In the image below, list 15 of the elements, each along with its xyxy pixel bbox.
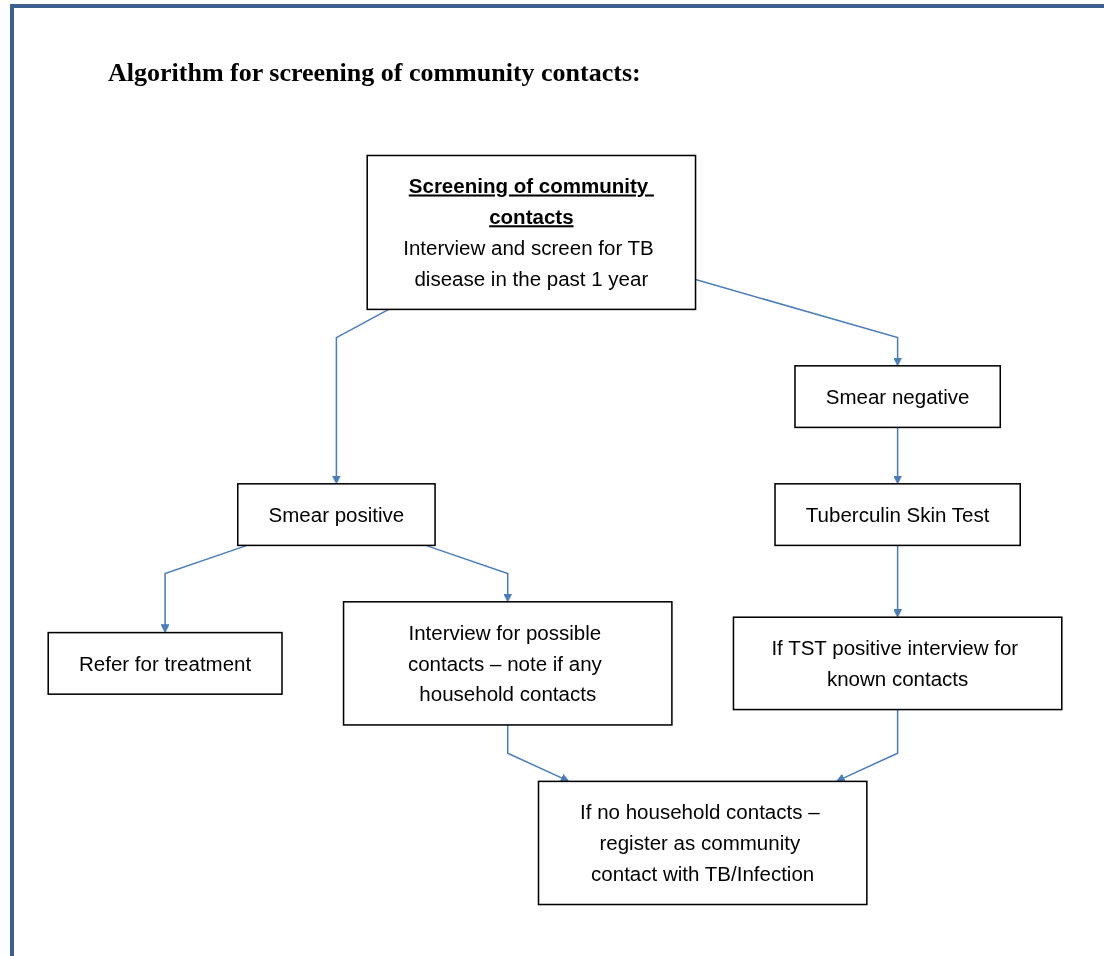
arrow xyxy=(893,426,903,485)
node-box: Screening of community contacts Interview and screen for TB disease in the past 1 year xyxy=(366,154,697,311)
title: Algorithm for screening of community contacts: xyxy=(108,58,641,88)
node-box: Refer for treatment xyxy=(47,631,283,695)
arrow xyxy=(835,708,899,783)
arrow xyxy=(331,308,390,485)
node-box: If TST positive interview for known contacts xyxy=(732,616,1063,711)
node-box: Tuberculin Skin Test xyxy=(774,483,1021,547)
node-box: Smear positive xyxy=(237,483,436,547)
arrow xyxy=(425,544,513,603)
arrow xyxy=(893,544,903,618)
node-box: Smear negative xyxy=(794,365,1002,429)
node-box: If no household contacts – register as community contact with TB/Infection xyxy=(537,780,868,906)
node-box: Interview for possible contacts – note if any household contacts xyxy=(342,601,673,726)
arrow xyxy=(506,724,570,783)
